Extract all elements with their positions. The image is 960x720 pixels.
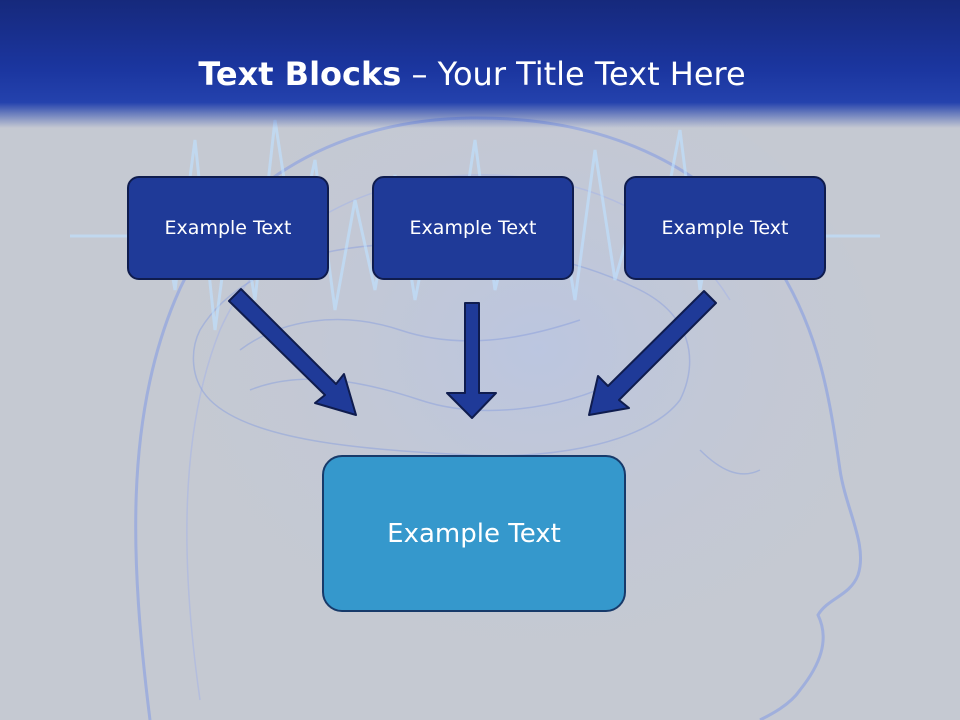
title-dash: – bbox=[401, 55, 438, 93]
top-text-box-3[interactable]: Example Text bbox=[624, 176, 826, 280]
arrow-right bbox=[588, 290, 717, 416]
arrow-center bbox=[446, 302, 497, 419]
top-text-box-1-label: Example Text bbox=[164, 217, 292, 239]
top-text-box-3-label: Example Text bbox=[661, 217, 789, 239]
slide-title: Text Blocks – Your Title Text Here bbox=[0, 52, 944, 96]
main-text-box[interactable]: Example Text bbox=[322, 455, 626, 612]
arrow-left bbox=[228, 288, 357, 416]
top-text-box-1[interactable]: Example Text bbox=[127, 176, 329, 280]
header-band bbox=[0, 0, 960, 128]
top-text-box-2[interactable]: Example Text bbox=[372, 176, 574, 280]
title-rest: Your Title Text Here bbox=[437, 55, 746, 93]
top-text-box-2-label: Example Text bbox=[409, 217, 537, 239]
main-text-box-label: Example Text bbox=[387, 518, 561, 549]
title-bold: Text Blocks bbox=[198, 55, 402, 93]
